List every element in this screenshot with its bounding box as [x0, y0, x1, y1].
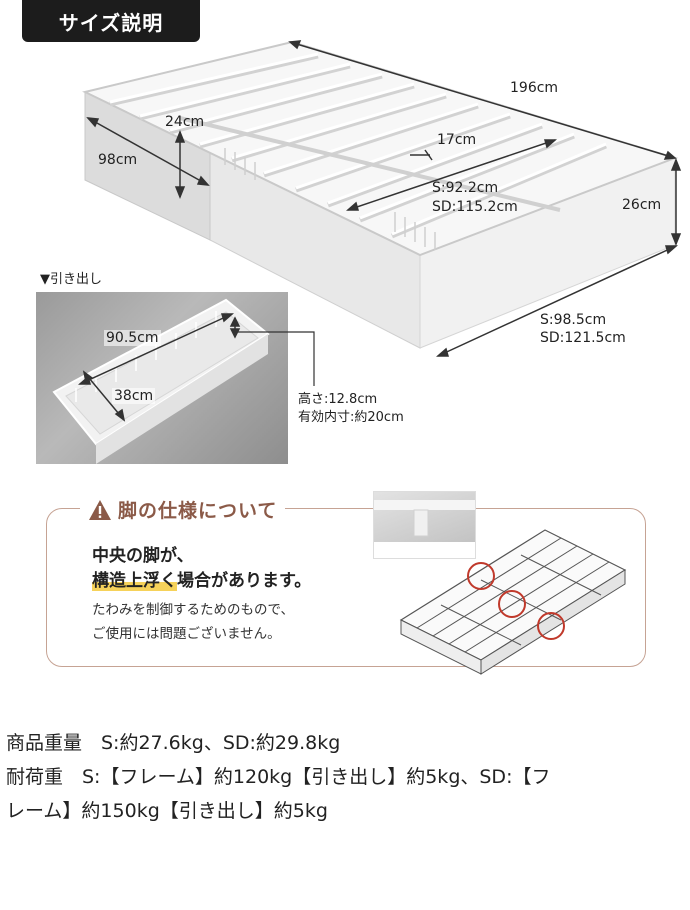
- leg-note-header: 脚の仕様について: [80, 496, 286, 523]
- leg-note-box: [46, 508, 646, 667]
- drawer-inner: 有効内寸:約20cm: [298, 410, 404, 425]
- dim-outer-s: S:98.5cm: [540, 312, 607, 328]
- drawer-illustration: [52, 298, 270, 464]
- leg-frame-illustration: [399, 529, 627, 675]
- leg-note-line2: 構造上浮く場合があります。: [92, 566, 311, 591]
- leg-note-line1: 中央の脚が、: [92, 546, 194, 566]
- dim-height: 26cm: [622, 197, 662, 213]
- drawer-depth: 38cm: [112, 388, 156, 404]
- dim-inner-sd: SD:115.2cm: [432, 199, 518, 215]
- dim-outer-sd: SD:121.5cm: [540, 330, 626, 346]
- dim-drawer-depth: 24cm: [165, 114, 205, 130]
- spec-load-1: 耐荷重 S:【フレーム】約120kg【引き出し】約5kg、SD:【フ: [6, 766, 551, 788]
- section-title: サイズ説明: [22, 0, 200, 42]
- dim-length: 196cm: [510, 80, 559, 96]
- leg-note-highlight: 構造上浮く: [92, 571, 177, 591]
- leg-note-line3: たわみを制御するためのもので、: [92, 602, 294, 618]
- leg-note-line2-rest: 場合があります。: [177, 571, 312, 591]
- drawer-height: 高さ:12.8cm: [298, 392, 378, 407]
- spec-load-2: レーム】約150kg【引き出し】約5kg: [6, 800, 328, 822]
- bed-frame-illustration: [82, 40, 682, 357]
- leg-closeup-photo: [373, 491, 476, 559]
- drawer-width: 90.5cm: [104, 330, 161, 346]
- leg-closeup-illustration: [374, 500, 475, 558]
- leg-note-line4: ご使用には問題ございません。: [92, 626, 281, 642]
- drawer-label: ▼引き出し: [40, 272, 102, 287]
- drawer-height-leader: [238, 331, 315, 386]
- spec-weight: 商品重量 S:約27.6kg、SD:約29.8kg: [6, 732, 341, 754]
- dim-inner-s: S:92.2cm: [432, 180, 499, 196]
- dim-drawer-width: 98cm: [98, 152, 138, 168]
- leg-note-title: 脚の仕様について: [118, 500, 278, 522]
- dim-slat-gap: 17cm: [437, 132, 477, 148]
- warning-icon: [89, 499, 111, 520]
- drawer-photo: [36, 292, 288, 464]
